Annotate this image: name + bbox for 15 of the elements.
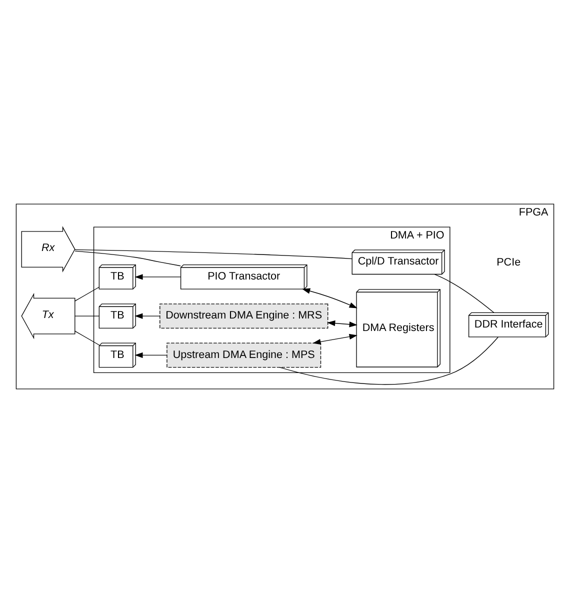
connector [74, 249, 352, 260]
label: PCIe [496, 256, 521, 268]
connector [74, 330, 100, 346]
arrow [134, 274, 181, 280]
arrow [327, 320, 358, 328]
arrow [134, 313, 160, 319]
connector [279, 336, 498, 385]
arrow [302, 288, 358, 308]
connector [74, 250, 181, 266]
connector [74, 286, 100, 302]
node-box: Downstream DMA Engine : MRS [160, 304, 328, 329]
arrow [134, 352, 168, 358]
node-box: Upstream DMA Engine : MPS [166, 342, 322, 368]
arrow [312, 334, 358, 345]
connector [434, 274, 494, 313]
